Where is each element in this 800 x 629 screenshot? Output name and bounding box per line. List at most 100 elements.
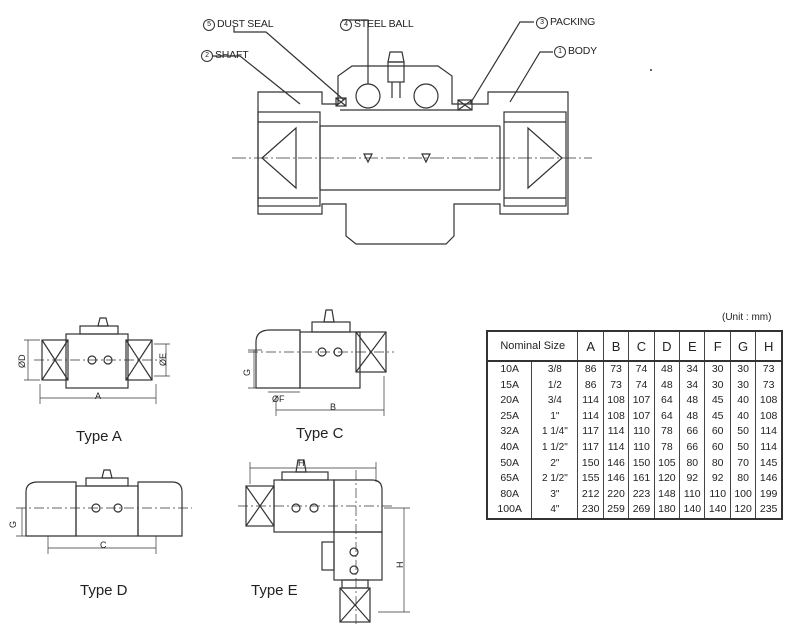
cell-dimension: 150 (628, 455, 655, 472)
cell-dimension: 80 (679, 455, 706, 472)
cell-nominal-size: 65A (486, 471, 533, 487)
cell-inch-size: 3/8 (531, 361, 579, 378)
cell-dimension: 70 (729, 455, 757, 472)
cell-dimension: 140 (679, 502, 706, 519)
cell-dimension: 78 (653, 439, 681, 456)
cell-dimension: 269 (628, 502, 655, 519)
cell-dimension: 223 (628, 486, 655, 503)
type-d-drawing (16, 469, 192, 554)
cell-inch-size: 1 1/4" (531, 424, 579, 440)
cell-nominal-size: 20A (486, 393, 533, 409)
cell-nominal-size: 50A (486, 455, 533, 472)
header-g: G (729, 331, 757, 362)
dim-e-h-side: H (395, 561, 405, 569)
cell-dimension: 108 (755, 393, 783, 409)
cell-dimension: 40 (729, 408, 757, 425)
cell-dimension: 30 (729, 361, 757, 378)
cell-inch-size: 4" (531, 502, 579, 519)
cell-inch-size: 2" (531, 455, 579, 472)
header-h: H (755, 331, 783, 362)
cell-dimension: 34 (679, 377, 706, 394)
cell-dimension: 117 (577, 439, 604, 456)
cell-dimension: 107 (628, 393, 655, 409)
type-a-drawing (24, 317, 170, 404)
cell-dimension: 150 (577, 455, 604, 472)
cell-dimension: 73 (602, 377, 630, 394)
type-c-drawing (248, 309, 394, 416)
cell-dimension: 114 (577, 393, 604, 409)
cell-dimension: 230 (577, 502, 604, 519)
cell-dimension: 78 (653, 424, 681, 440)
cell-dimension: 40 (729, 393, 757, 409)
cell-dimension: 30 (729, 377, 757, 394)
cell-dimension: 74 (628, 361, 655, 378)
cell-dimension: 259 (602, 502, 630, 519)
cell-dimension: 48 (653, 361, 681, 378)
unit-label: (Unit : mm) (722, 312, 772, 323)
cell-dimension: 66 (679, 424, 706, 440)
dim-d-c: C (100, 540, 107, 550)
dim-d-g: G (8, 520, 18, 528)
cell-dimension: 114 (602, 424, 630, 440)
cell-dimension: 30 (704, 361, 731, 378)
cell-dimension: 120 (729, 502, 757, 519)
cell-dimension: 107 (628, 408, 655, 425)
cell-dimension: 92 (704, 471, 731, 487)
header-c: C (628, 331, 655, 362)
cell-dimension: 60 (704, 439, 731, 456)
cell-dimension: 148 (653, 486, 681, 503)
cell-dimension: 117 (577, 424, 604, 440)
cell-dimension: 92 (679, 471, 706, 487)
dim-c-g: G (242, 368, 252, 376)
type-e-drawing (238, 459, 410, 626)
cell-dimension: 108 (602, 408, 630, 425)
cell-dimension: 50 (729, 424, 757, 440)
cell-dimension: 86 (577, 361, 604, 378)
type-e-label: Type E (251, 582, 298, 599)
cell-dimension: 50 (729, 439, 757, 456)
cell-nominal-size: 32A (486, 424, 533, 440)
cell-dimension: 108 (602, 393, 630, 409)
cell-dimension: 199 (755, 486, 783, 503)
cell-dimension: 80 (704, 455, 731, 472)
dim-a-d: ØD (17, 354, 27, 369)
cell-dimension: 45 (704, 393, 731, 409)
dim-c-b: B (330, 402, 337, 412)
cell-dimension: 108 (755, 408, 783, 425)
main-section-view (212, 19, 569, 245)
cell-inch-size: 1 1/2" (531, 439, 579, 456)
cell-dimension: 180 (653, 502, 681, 519)
cell-dimension: 110 (679, 486, 706, 503)
cell-inch-size: 2 1/2" (531, 471, 579, 487)
cell-nominal-size: 25A (486, 408, 533, 425)
cell-dimension: 64 (653, 393, 681, 409)
header-d: D (653, 331, 681, 362)
cell-inch-size: 1" (531, 408, 579, 425)
header-nominal-size: Nominal Size (486, 331, 579, 362)
header-e: E (679, 331, 706, 362)
cell-dimension: 114 (755, 439, 783, 456)
cell-dimension: 145 (755, 455, 783, 472)
cell-dimension: 114 (755, 424, 783, 440)
cell-dimension: 74 (628, 377, 655, 394)
cell-dimension: 235 (755, 502, 783, 519)
cell-dimension: 120 (653, 471, 681, 487)
cell-dimension: 45 (704, 408, 731, 425)
cell-dimension: 114 (602, 439, 630, 456)
cell-dimension: 105 (653, 455, 681, 472)
cell-inch-size: 3/4 (531, 393, 579, 409)
cell-dimension: 73 (755, 361, 783, 378)
cell-dimension: 80 (729, 471, 757, 487)
type-a-label: Type A (76, 428, 122, 445)
cell-dimension: 146 (602, 455, 630, 472)
